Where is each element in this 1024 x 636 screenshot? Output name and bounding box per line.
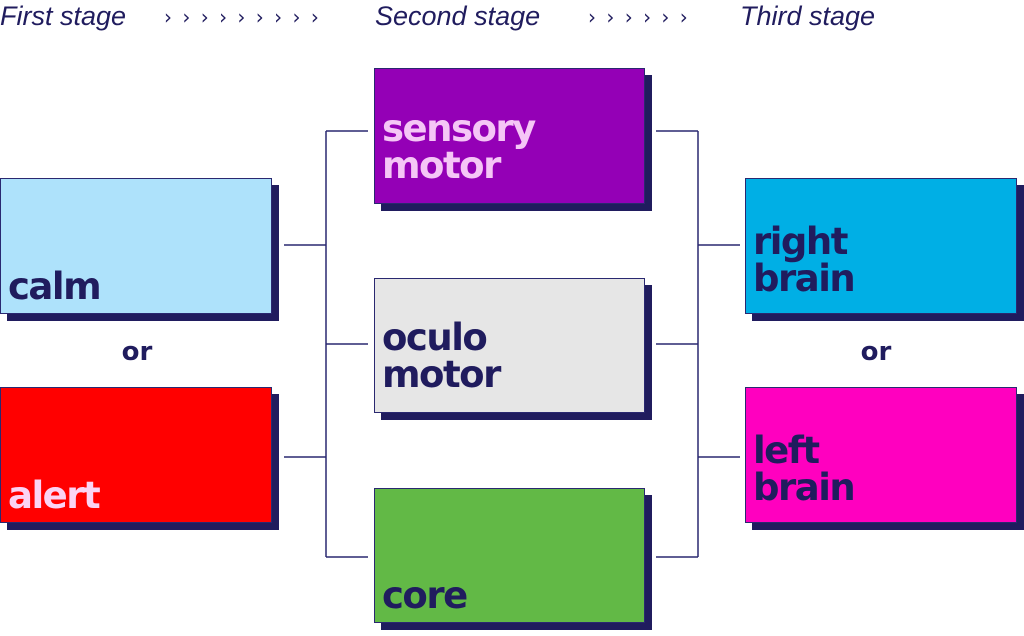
left-brain-box: left brain	[745, 387, 1017, 523]
third-stage-label: Third stage	[740, 1, 876, 31]
right-brain-label: right brain	[753, 220, 856, 300]
sensory-motor-box: sensory motor	[374, 68, 645, 204]
calm-label: calm	[8, 265, 102, 308]
or-label-left: or	[121, 337, 153, 367]
stage-arrows-2: › › › › › ›	[588, 5, 690, 29]
stage-arrows-1: › › › › › › › › ›	[164, 5, 321, 29]
core-label: core	[382, 574, 468, 617]
alert-label: alert	[8, 474, 101, 517]
core-box: core	[374, 488, 645, 623]
or-label-right: or	[860, 337, 892, 367]
left-brain-label: left brain	[753, 429, 856, 509]
right-brain-box: right brain	[745, 178, 1017, 314]
oculo-motor-label: oculo motor	[382, 316, 501, 396]
oculo-motor-box: oculo motor	[374, 278, 645, 413]
calm-box: calm	[0, 178, 272, 314]
second-stage-label: Second stage	[375, 1, 541, 31]
first-stage-label: First stage	[0, 1, 127, 31]
alert-box: alert	[0, 387, 272, 523]
sensory-motor-label: sensory motor	[382, 107, 536, 187]
